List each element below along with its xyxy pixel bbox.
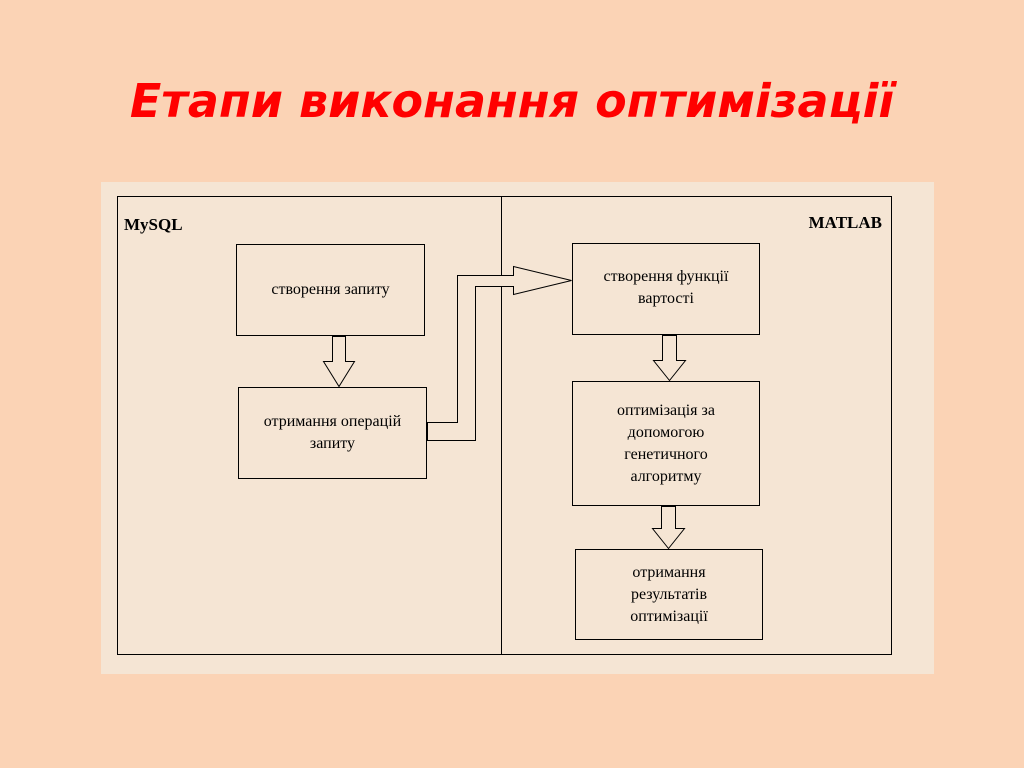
- diagram-frame: [117, 196, 892, 655]
- lane-label-matlab: MATLAB: [808, 213, 882, 232]
- box-get-query-ops: [238, 387, 427, 479]
- down-arrow-1: [322, 336, 356, 388]
- node-get-query-ops: отримання операцій запиту: [263, 413, 402, 452]
- box-create-query: [236, 244, 425, 336]
- down-arrow-3: [651, 506, 686, 550]
- node-create-query: створення запиту: [271, 281, 390, 298]
- box-create-cost-function: [572, 243, 760, 335]
- down-arrow-2: [652, 335, 687, 382]
- lane-label-mysql: MySQL: [124, 215, 183, 234]
- cross-lane-arrow: [427, 265, 572, 441]
- flow-diagram: [117, 196, 892, 655]
- node-create-cost-function: створення функції вартості: [603, 268, 729, 307]
- diagram-panel: MySQL MATLAB створення запиту отримання …: [101, 182, 934, 674]
- node-get-results: отримання результатів оптимізації: [630, 563, 708, 625]
- box-get-results: [575, 549, 763, 640]
- box-ga-optimization: [572, 381, 760, 506]
- node-ga-optimization: оптимізація за допомогою генетичного алг…: [617, 401, 715, 485]
- slide-title: Етапи виконання оптимізації: [129, 74, 895, 128]
